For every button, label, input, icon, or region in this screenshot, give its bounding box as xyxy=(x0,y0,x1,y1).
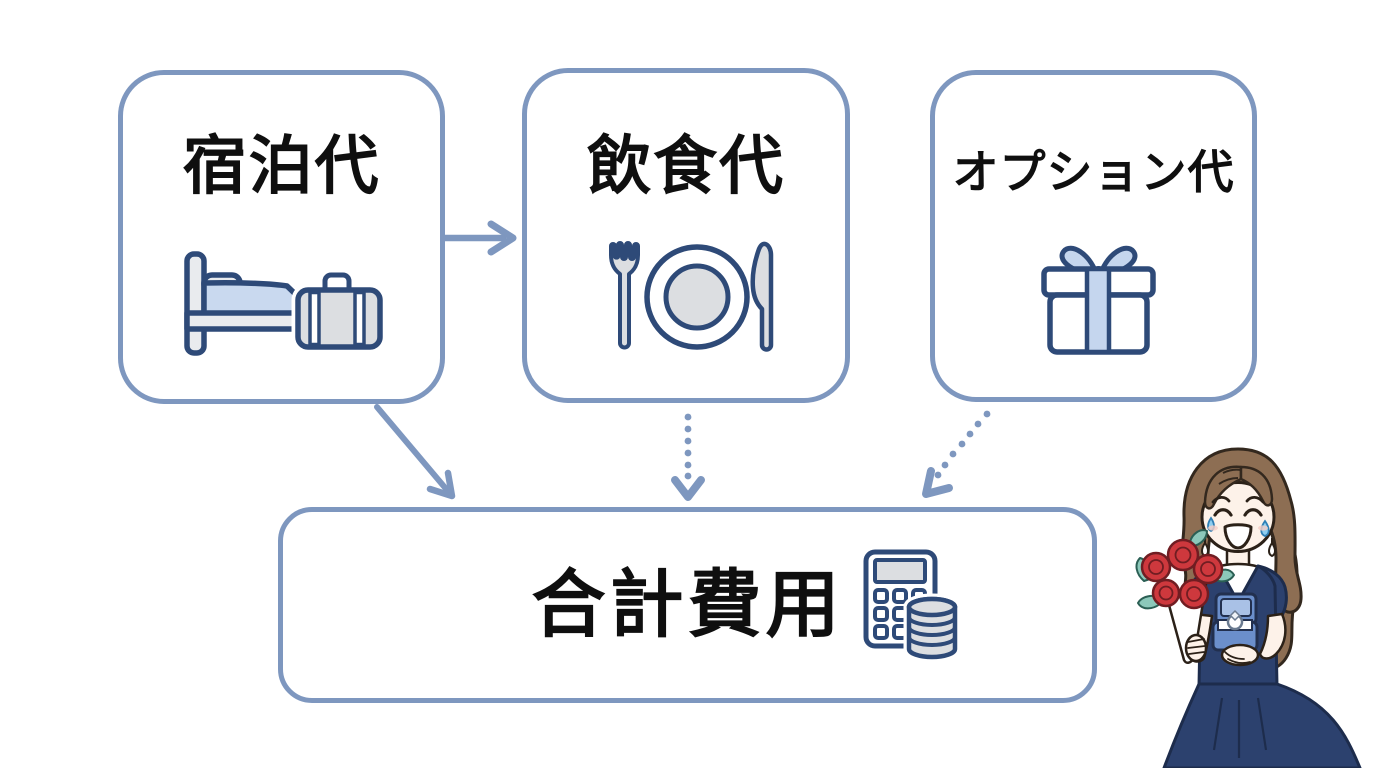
calculator-coins-icon xyxy=(863,549,960,661)
plate-cutlery-icon xyxy=(609,241,774,352)
box-food: 飲食代 xyxy=(522,68,850,403)
box-food-label: 飲食代 xyxy=(587,130,785,204)
woman-eyes-closed xyxy=(1213,508,1263,517)
woman-eyebrows xyxy=(1211,495,1265,504)
engagement-ring xyxy=(1226,609,1244,631)
box-accommodation-label: 宿泊代 xyxy=(182,130,381,204)
box-accommodation: 宿泊代 xyxy=(118,70,445,404)
arrow-food-to-total xyxy=(671,413,705,501)
box-options-label: オプション代 xyxy=(952,145,1235,199)
arrow-options-to-total xyxy=(922,410,991,498)
gift-box-icon xyxy=(1041,245,1156,355)
woman-illustration xyxy=(1135,447,1362,768)
woman-bangs xyxy=(1203,465,1274,510)
arrow-accommodation-to-total xyxy=(374,404,456,500)
ring-box xyxy=(1211,592,1260,667)
coin-stack xyxy=(903,593,960,661)
knife xyxy=(750,241,774,352)
fork xyxy=(609,241,640,350)
woman-face xyxy=(1200,481,1276,553)
woman-skirt xyxy=(1162,682,1362,768)
rose-bouquet xyxy=(1135,529,1235,664)
box-total-label: 合計費用 xyxy=(531,562,844,648)
plate-center xyxy=(663,263,731,331)
woman-blush xyxy=(1208,525,1268,531)
arrow-accommodation-to-food xyxy=(441,220,517,256)
woman-mouth xyxy=(1223,523,1253,550)
bed-suitcase-icon xyxy=(184,251,383,356)
box-options: オプション代 xyxy=(930,70,1257,402)
box-total: 合計費用 xyxy=(278,507,1097,703)
roses xyxy=(1140,538,1224,610)
